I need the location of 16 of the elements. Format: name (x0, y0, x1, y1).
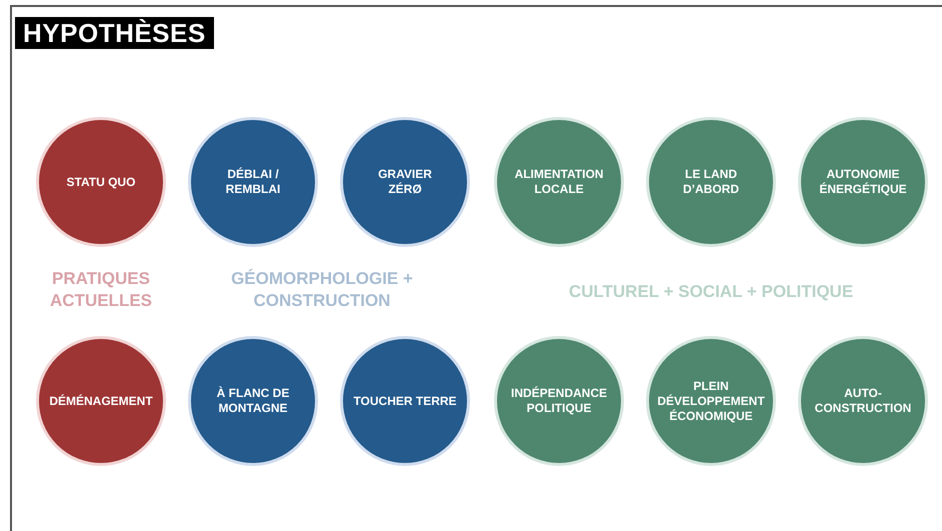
circle-label: INDÉPENDANCE POLITIQUE (510, 386, 608, 416)
circle-label: ALIMENTATION LOCALE (514, 167, 604, 197)
circle-label: STATU QUO (66, 174, 136, 190)
circle-label: PLEIN DÉVELOPPEMENT ÉCONOMIQUE (656, 378, 766, 424)
circle-label: GRAVIER ZÉRØ (377, 167, 433, 197)
title: HYPOTHÈSES (15, 17, 214, 49)
circle-label: TOUCHER TERRE (353, 394, 457, 408)
group-heading: CULTUREL + SOCIAL + POLITIQUE (568, 281, 854, 303)
group-heading: PRATIQUES ACTUELLES (49, 268, 153, 312)
circle-label: AUTO-CONSTRUCTION (814, 386, 912, 416)
circle-label: À FLANC DE MONTAGNE (216, 386, 290, 416)
circle-label: DÉMÉNAGEMENT (49, 394, 153, 408)
circle-label: LE LAND D’ABORD (682, 167, 740, 197)
circle-label: AUTONOMIE ÉNERGÉTIQUE (818, 167, 908, 197)
circle-label: DÉBLAI / REMBLAI (224, 167, 282, 197)
group-heading: GÉOMORPHOLOGIE + CONSTRUCTION (230, 268, 414, 312)
